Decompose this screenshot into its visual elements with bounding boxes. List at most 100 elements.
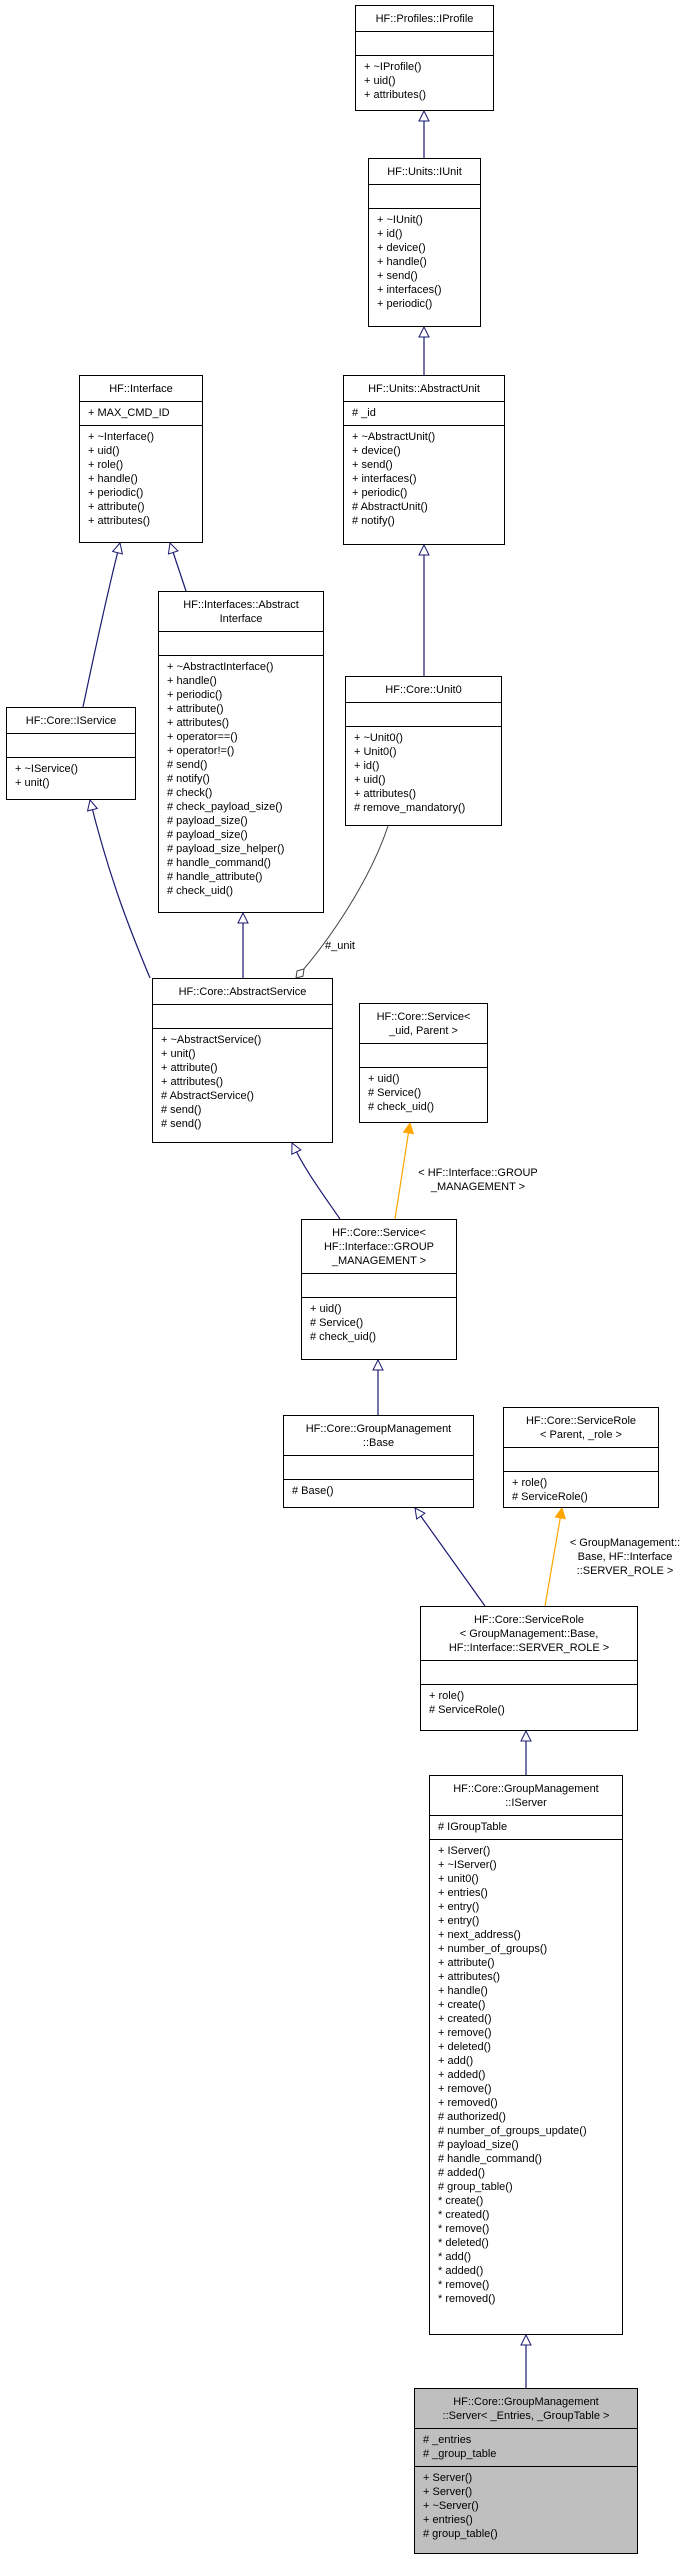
member-line: # handle_attribute() <box>167 871 263 883</box>
member-line: # check_payload_size() <box>167 801 283 813</box>
member-line: + uid() <box>354 774 386 786</box>
class-methods: + ~AbstractInterface() + handle() + period… <box>159 656 323 903</box>
member-line: + operator==() <box>167 731 238 743</box>
member-line: + interfaces() <box>352 473 417 485</box>
member-line: + device() <box>377 242 426 254</box>
class-service-group-management[interactable]: HF::Core::Service< HF::Interface::GROUP … <box>301 1219 457 1360</box>
member-line: # handle_command() <box>438 2153 542 2165</box>
class-iserver[interactable]: HF::Core::GroupManagement ::IServer # IG… <box>429 1775 623 2335</box>
member-line: + number_of_groups() <box>438 1943 548 1955</box>
class-iprofile[interactable]: HF::Profiles::IProfile + ~IProfile()+ ui… <box>355 5 494 111</box>
member-line: + uid() <box>88 445 120 457</box>
class-title: HF::Core::AbstractService <box>153 979 332 1005</box>
class-methods: + ~IService()+ unit() <box>7 758 135 795</box>
class-iunit[interactable]: HF::Units::IUnit + ~IUnit()+ id()+ devic… <box>368 158 481 327</box>
class-title: HF::Units::IUnit <box>369 159 480 185</box>
member-line: * remove() <box>438 2223 490 2235</box>
class-unit0[interactable]: HF::Core::Unit0 + ~Unit0()+ Unit0()+ id(… <box>345 676 502 826</box>
member-line: + handle() <box>167 675 217 687</box>
member-line: + attributes() <box>161 1076 224 1088</box>
member-line: + periodic() <box>377 298 433 310</box>
member-line: + MAX_CMD_ID <box>88 407 170 419</box>
edge-servicegm-to-abstractservice <box>292 1143 341 1220</box>
class-servicerole-groupmanagement[interactable]: HF::Core::ServiceRole < GroupManagement:… <box>420 1606 638 1731</box>
member-line: # send() <box>167 759 208 771</box>
member-line: + Server() <box>423 2472 473 2484</box>
member-line: # check_uid() <box>310 1331 377 1343</box>
member-line: + ~AbstractInterface() <box>167 661 274 673</box>
member-line: + attribute() <box>167 703 224 715</box>
member-line: + id() <box>377 228 403 240</box>
member-line: + ~AbstractUnit() <box>352 431 436 443</box>
class-methods: + role() # ServiceRole() <box>504 1472 658 1509</box>
member-line: + ~AbstractService() <box>161 1034 262 1046</box>
class-interface[interactable]: HF::Interface + MAX_CMD_ID + ~Interface(… <box>79 375 203 543</box>
member-line: # Base() <box>292 1485 334 1497</box>
class-abstractunit[interactable]: HF::Units::AbstractUnit # _id + ~Abstrac… <box>343 375 505 545</box>
class-attributes: # _id <box>344 402 504 426</box>
member-line: + next_address() <box>438 1929 521 1941</box>
member-line: + attribute() <box>438 1957 495 1969</box>
member-line: + entry() <box>438 1915 480 1927</box>
member-line: + uid() <box>368 1073 400 1085</box>
member-line: # send() <box>161 1104 202 1116</box>
member-line: + attributes() <box>438 1971 501 1983</box>
member-line: + attributes() <box>354 788 417 800</box>
member-line: * deleted() <box>438 2237 489 2249</box>
member-line: # ServiceRole() <box>512 1491 588 1503</box>
member-line: # notify() <box>352 515 395 527</box>
class-title: HF::Core::GroupManagement ::Base <box>284 1416 473 1456</box>
class-title: HF::Interfaces::Abstract Interface <box>159 592 323 632</box>
member-line: # group_table() <box>423 2528 498 2540</box>
member-line: # _group_table <box>423 2448 497 2460</box>
member-line: * added() <box>438 2265 484 2277</box>
class-methods: + uid() # Service() # check_uid() <box>360 1068 487 1119</box>
member-line: + handle() <box>438 1985 488 1997</box>
class-title: HF::Interface <box>80 376 202 402</box>
edge-abstractinterface-to-interface <box>170 543 187 592</box>
member-line: # remove_mandatory() <box>354 802 466 814</box>
class-methods: + ~IUnit()+ id()+ device()+ handle()+ se… <box>369 209 480 316</box>
class-methods: + IServer()+ ~IServer()+ unit0()+ entrie… <box>430 1840 622 2311</box>
class-groupmanagement-base[interactable]: HF::Core::GroupManagement ::Base # Base(… <box>283 1415 474 1508</box>
member-line: + IServer() <box>438 1845 491 1857</box>
member-line: # check_uid() <box>368 1101 435 1113</box>
class-attributes <box>346 703 501 727</box>
class-title: HF::Core::Unit0 <box>346 677 501 703</box>
member-line: + role() <box>512 1477 548 1489</box>
class-server[interactable]: HF::Core::GroupManagement ::Server< _Ent… <box>414 2388 638 2554</box>
member-line: # IGroupTable <box>438 1821 508 1833</box>
class-attributes: + MAX_CMD_ID <box>80 402 202 426</box>
class-servicerole-template[interactable]: HF::Core::ServiceRole < Parent, _role > … <box>503 1407 659 1508</box>
class-attributes: # IGroupTable <box>430 1816 622 1840</box>
member-line: + attribute() <box>161 1062 218 1074</box>
class-attributes <box>356 32 493 56</box>
edge-abstractservice-to-iservice <box>90 800 151 979</box>
member-line: + uid() <box>364 75 396 87</box>
class-abstractinterface[interactable]: HF::Interfaces::Abstract Interface + ~Ab… <box>158 591 324 913</box>
member-line: # handle_command() <box>167 857 271 869</box>
class-iservice[interactable]: HF::Core::IService + ~IService()+ unit() <box>6 707 136 800</box>
member-line: + periodic() <box>352 487 408 499</box>
member-line: + Unit0() <box>354 746 397 758</box>
member-line: + create() <box>438 1999 486 2011</box>
class-abstractservice[interactable]: HF::Core::AbstractService + ~AbstractSer… <box>152 978 333 1143</box>
class-attributes: # _entries# _group_table <box>415 2429 637 2467</box>
class-title: HF::Core::GroupManagement ::IServer <box>430 1776 622 1816</box>
class-title: HF::Core::ServiceRole < Parent, _role > <box>504 1408 658 1448</box>
member-line: # group_table() <box>438 2181 513 2193</box>
member-line: + unit0() <box>438 1873 479 1885</box>
class-attributes <box>302 1274 456 1298</box>
member-line: + handle() <box>377 256 427 268</box>
member-line: + role() <box>88 459 124 471</box>
member-line: + periodic() <box>167 689 223 701</box>
member-line: * remove() <box>438 2279 490 2291</box>
member-line: # Service() <box>368 1087 422 1099</box>
member-line: # check_uid() <box>167 885 234 897</box>
class-methods: + Server()+ Server()+ ~Server()+ entries… <box>415 2467 637 2546</box>
member-line: + ~Server() <box>423 2500 479 2512</box>
member-line: + remove() <box>438 2083 492 2095</box>
class-service-template[interactable]: HF::Core::Service< _uid, Parent > + uid(… <box>359 1003 488 1123</box>
member-line: + ~Interface() <box>88 431 155 443</box>
